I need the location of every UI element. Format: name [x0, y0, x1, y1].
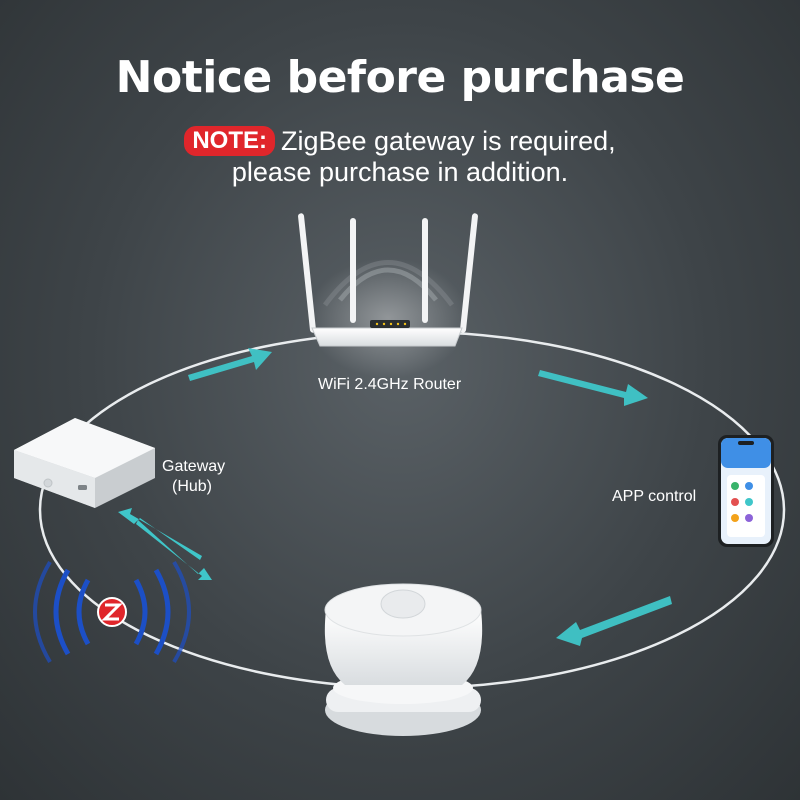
note-text-1: ZigBee gateway is required, [280, 126, 616, 156]
note-line-2: please purchase in addition. [231, 157, 569, 187]
note-line-1: NOTE:ZigBee gateway is required, [0, 126, 800, 157]
zigbee-logo-icon [33, 560, 191, 664]
router-icon [298, 213, 478, 378]
motion-sensor-icon [324, 583, 483, 736]
router-label: WiFi 2.4GHz Router [318, 376, 462, 393]
app-control-label: APP control [612, 488, 697, 505]
arrow-icon [118, 348, 672, 646]
note-badge: NOTE: [184, 126, 275, 156]
gateway-label-line1: Gateway [162, 458, 226, 475]
gateway-label-line2: (Hub) [172, 478, 213, 495]
page-title: Notice before purchase [115, 52, 685, 103]
smartphone-icon [718, 435, 774, 547]
gateway-hub-icon [14, 418, 155, 508]
